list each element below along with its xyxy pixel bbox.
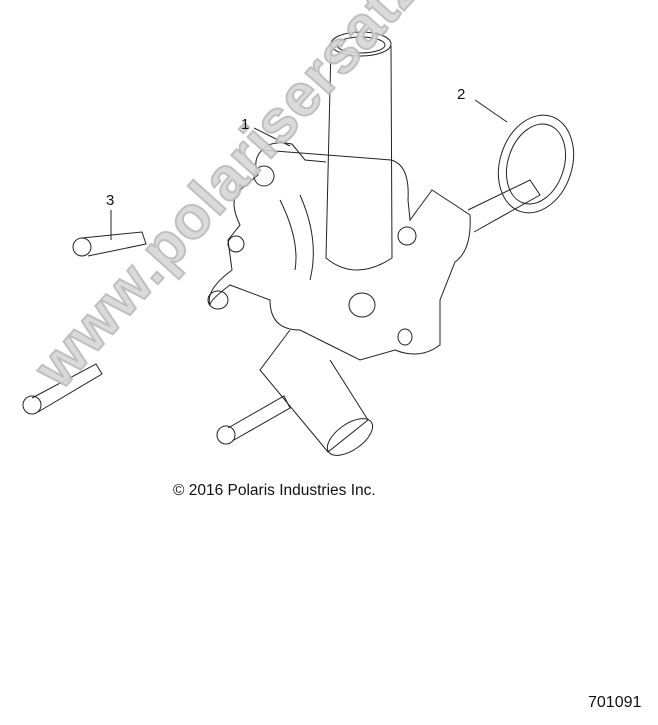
callout-2[interactable]: 2 <box>457 86 466 103</box>
diagram-number: 701091 <box>588 694 642 711</box>
bolt-illustration-left <box>22 363 103 415</box>
bolt-illustration-upper <box>72 231 147 257</box>
upper-pipe-illustration <box>325 31 393 271</box>
o-ring-illustration <box>497 114 575 214</box>
leader-line-1 <box>253 127 291 147</box>
pump-housing-illustration <box>207 142 541 361</box>
leader-line-2 <box>474 99 508 123</box>
lower-pipe-illustration <box>259 329 374 456</box>
callout-3[interactable]: 3 <box>106 192 115 209</box>
callout-1[interactable]: 1 <box>241 116 250 133</box>
bolt-illustration-lower <box>216 395 291 445</box>
copyright-text: © 2016 Polaris Industries Inc. <box>173 482 376 499</box>
